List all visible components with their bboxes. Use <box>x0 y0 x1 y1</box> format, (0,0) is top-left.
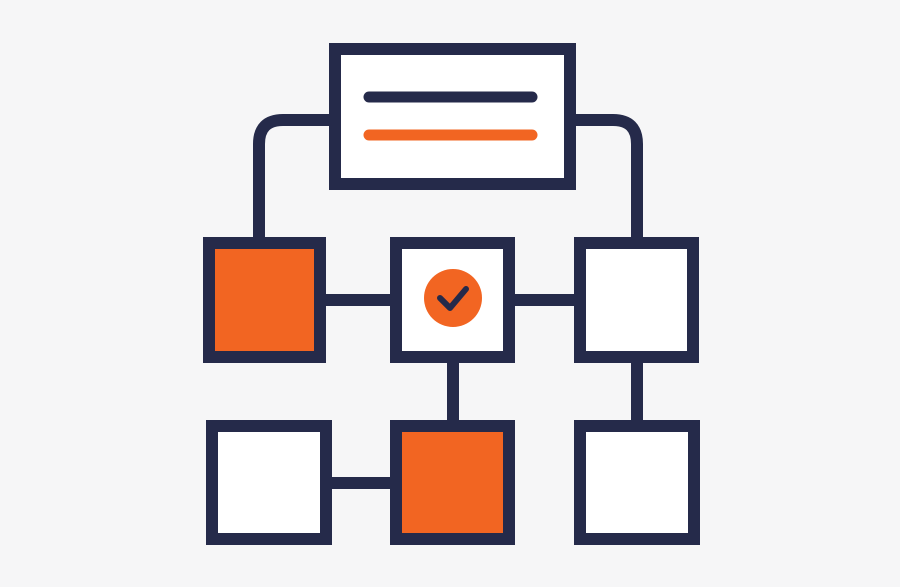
node-right-bottom <box>574 420 700 545</box>
connector-header-left <box>253 114 335 243</box>
node-center-middle <box>390 237 515 363</box>
checkmark-circle <box>424 269 482 327</box>
node-left-middle <box>203 237 326 363</box>
header-card-box <box>329 43 576 190</box>
header-card <box>329 43 576 190</box>
connectors <box>253 114 643 489</box>
checkmark-badge <box>424 269 482 327</box>
node-right-middle <box>574 237 699 363</box>
node-center-bottom <box>390 420 515 545</box>
node-left-bottom <box>206 420 332 545</box>
connector-header-right <box>570 114 643 243</box>
checkmark-icon <box>437 286 469 311</box>
